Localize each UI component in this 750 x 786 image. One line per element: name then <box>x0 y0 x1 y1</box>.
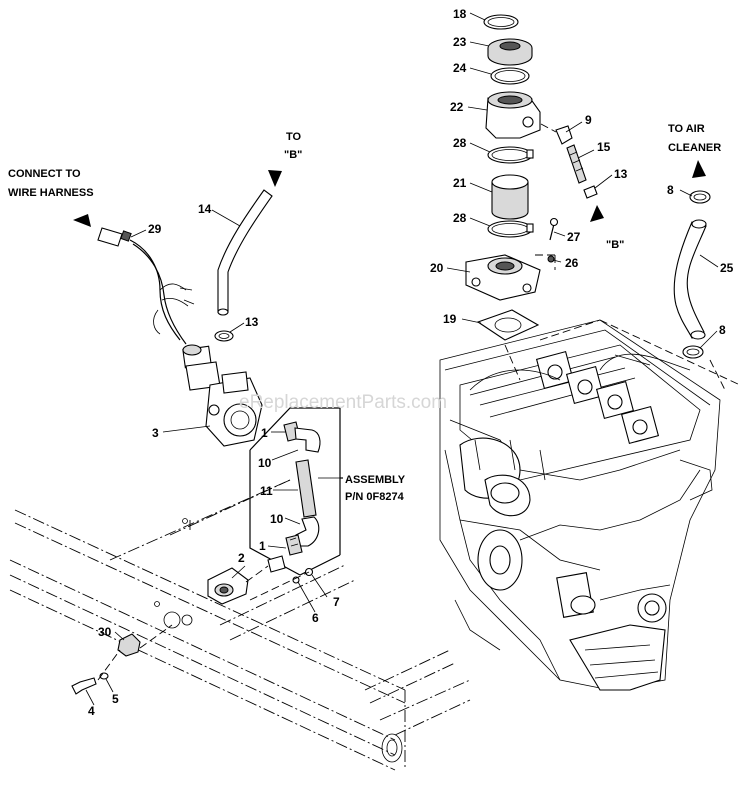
callout-28-upper: 28 <box>453 136 467 150</box>
fitting-assembly <box>283 421 321 556</box>
callout-14: 14 <box>198 202 212 216</box>
callout-1-upper: 1 <box>261 426 268 440</box>
frame-fasteners <box>71 624 173 695</box>
callout-22: 22 <box>450 100 464 114</box>
callout-29: 29 <box>148 222 162 236</box>
callout-20: 20 <box>430 261 444 275</box>
connect-label-line1: CONNECT TO <box>8 168 81 180</box>
engine-block <box>439 319 721 691</box>
mounting-hardware <box>207 555 314 605</box>
callout-25: 25 <box>720 261 734 275</box>
callout-2: 2 <box>238 551 245 565</box>
assembly-label-line1: ASSEMBLY <box>345 474 406 486</box>
fuel-regulator <box>182 344 263 447</box>
to-b-label-line1: TO <box>286 131 302 143</box>
callout-27: 27 <box>567 230 581 244</box>
leader-lines <box>85 12 719 706</box>
labels: TO "B" CONNECT TO WIRE HARNESS TO AIR CL… <box>8 123 721 503</box>
to-b-label-line2: "B" <box>284 149 302 161</box>
callout-26: 26 <box>565 256 579 270</box>
callout-7: 7 <box>333 595 340 609</box>
air-inlet-stack <box>465 14 559 341</box>
callout-21: 21 <box>453 176 467 190</box>
callout-4: 4 <box>88 704 95 718</box>
callout-1-lower: 1 <box>259 539 266 553</box>
callouts: 18 23 24 22 9 28 15 21 13 28 27 26 20 19… <box>88 7 734 718</box>
callout-30: 30 <box>98 625 112 639</box>
wire-harness <box>73 214 195 345</box>
connect-label-line2: WIRE HARNESS <box>8 187 94 199</box>
callout-10-lower: 10 <box>270 512 284 526</box>
callout-28-lower: 28 <box>453 211 467 225</box>
callout-9: 9 <box>585 113 592 127</box>
callout-8-lower: 8 <box>719 323 726 337</box>
callout-19: 19 <box>443 312 457 326</box>
air-cleaner-label-line2: CLEANER <box>668 142 721 154</box>
callout-15: 15 <box>597 140 611 154</box>
callout-8-upper: 8 <box>667 183 674 197</box>
vent-fitting <box>540 123 604 222</box>
air-cleaner-label-line1: TO AIR <box>668 123 705 135</box>
air-cleaner-hose <box>673 160 711 359</box>
frame-rail <box>9 479 471 771</box>
callout-24: 24 <box>453 61 467 75</box>
callout-13-upper: 13 <box>614 167 628 181</box>
assembly-label-line2: P/N 0F8274 <box>345 491 405 503</box>
callout-5: 5 <box>112 692 119 706</box>
callout-18: 18 <box>453 7 467 21</box>
callout-13-lower: 13 <box>245 315 259 329</box>
callout-3: 3 <box>152 426 159 440</box>
callout-23: 23 <box>453 35 467 49</box>
callout-6: 6 <box>312 611 319 625</box>
callout-11: 11 <box>260 484 273 498</box>
b-reference-label: "B" <box>606 239 624 251</box>
watermark: eReplacementParts.com <box>239 392 447 413</box>
callout-10-upper: 10 <box>258 456 272 470</box>
hose-to-b <box>214 170 282 342</box>
